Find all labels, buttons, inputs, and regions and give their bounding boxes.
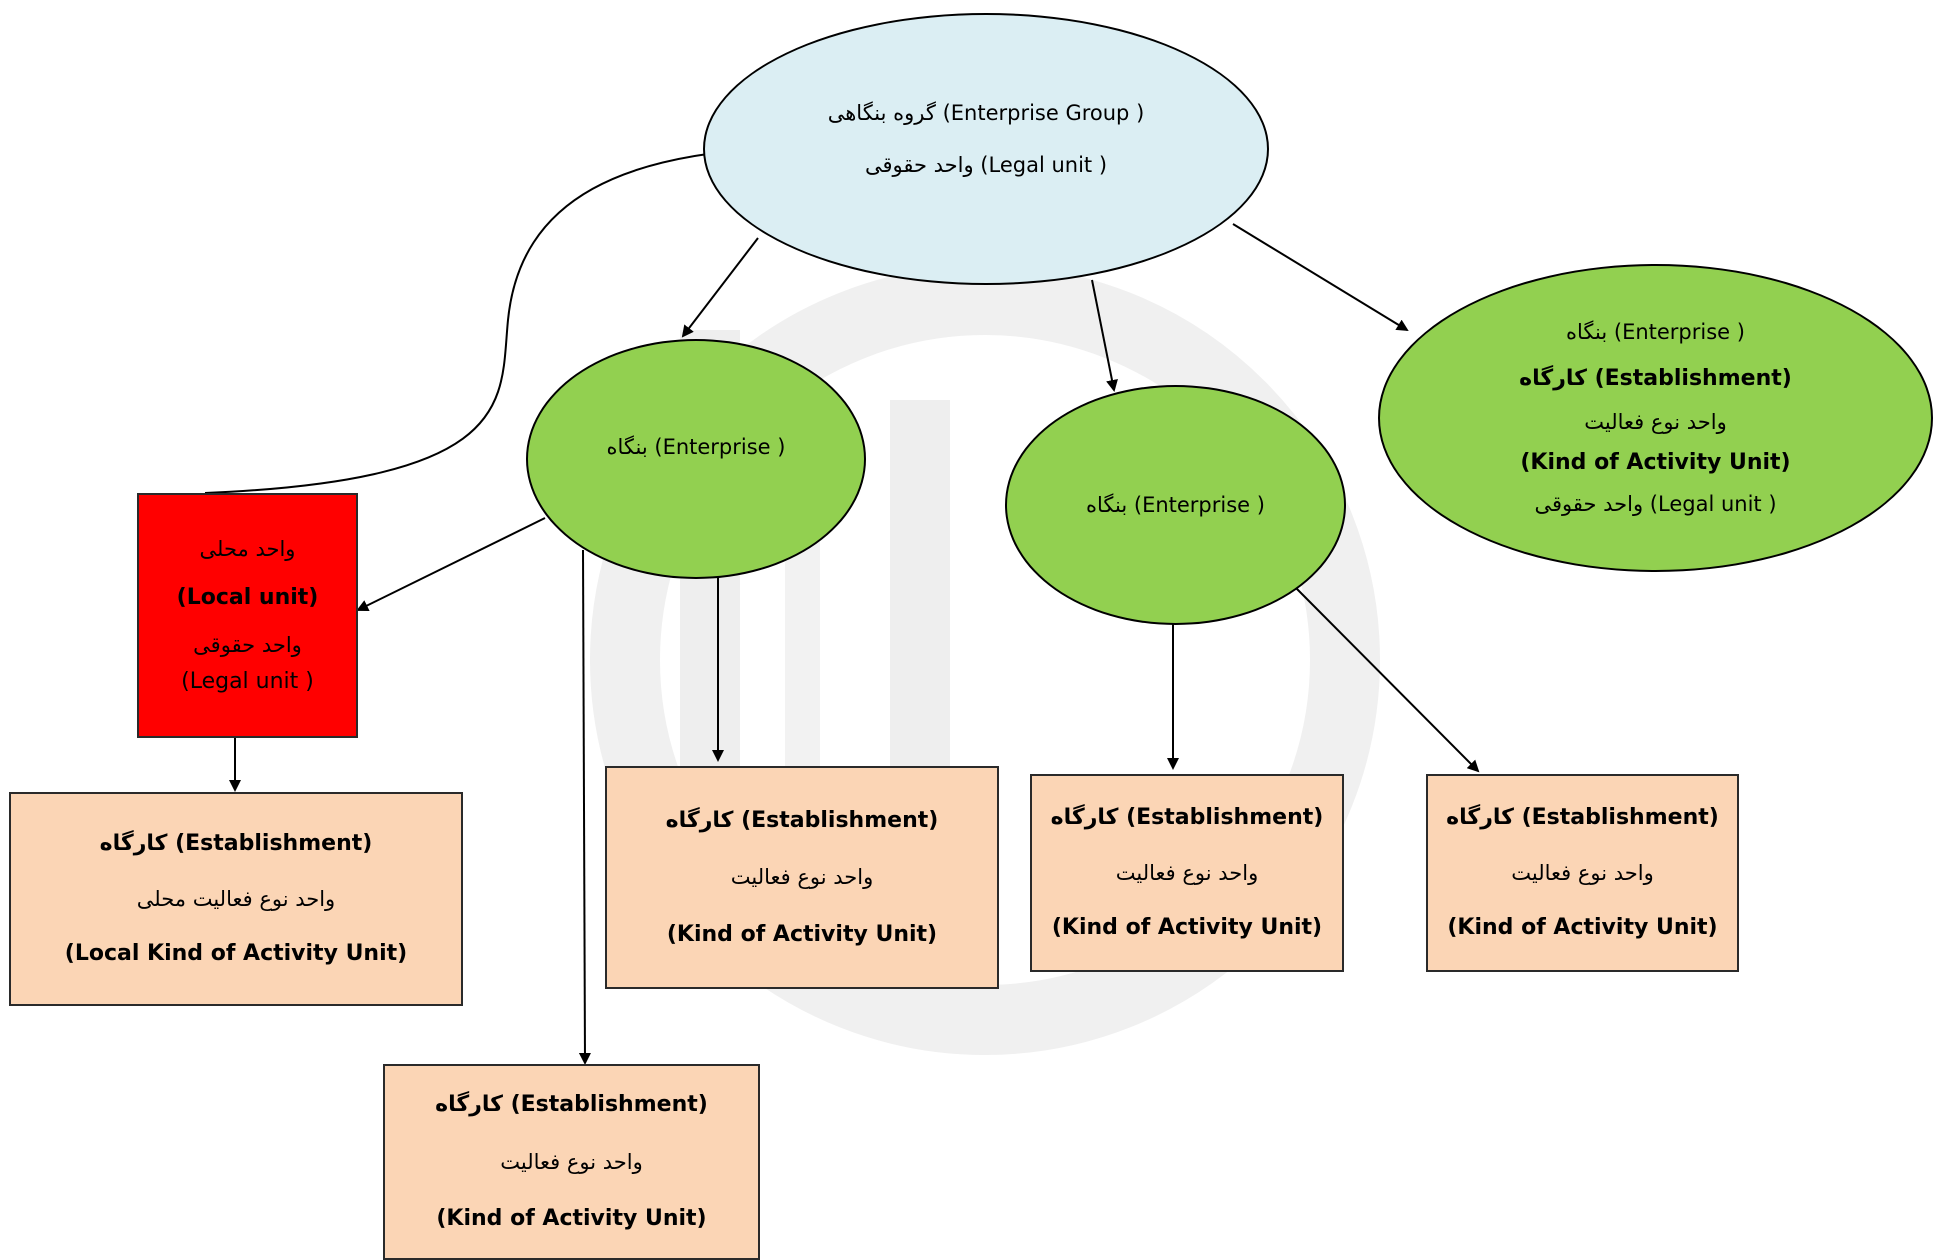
establishment-label: کارگاه (Establishment) [1519, 366, 1792, 392]
arrow-enterprise-mid-to-est-bottom [578, 549, 591, 1065]
legal-unit-fa-label: واحد حقوقی [193, 632, 302, 657]
arrow-enterprise-mid-to-local [356, 517, 546, 611]
establishment-label: کارگاه (Establishment) [1050, 805, 1324, 831]
establishment-right2-node: کارگاه (Establishment) واحد نوع فعالیت (… [1426, 774, 1739, 972]
local-kind-of-activity-fa-label: واحد نوع فعالیت محلی [136, 886, 336, 911]
enterprise-node-far: بنگاه (Enterprise ) کارگاه (Establishmen… [1378, 264, 1933, 572]
establishment-right1-node: کارگاه (Establishment) واحد نوع فعالیت (… [1030, 774, 1344, 972]
kind-of-activity-fa-label: واحد نوع فعالیت [1584, 409, 1727, 434]
establishment-local-node: کارگاه (Establishment) واحد نوع فعالیت م… [9, 792, 463, 1006]
establishment-bottom-node: کارگاه (Establishment) واحد نوع فعالیت (… [383, 1064, 760, 1260]
local-unit-en-label: (Local unit) [176, 585, 319, 610]
kind-of-activity-fa-label: واحد نوع فعالیت [1115, 860, 1259, 885]
establishment-label: کارگاه (Establishment) [665, 807, 939, 833]
legal-unit-label: واحد حقوقی (Legal unit ) [864, 153, 1108, 177]
arrow-group-to-enterprise-right [1091, 279, 1118, 392]
establishment-label: کارگاه (Establishment) [1446, 805, 1719, 831]
arrow-local-to-group [204, 141, 814, 494]
kind-of-activity-fa-label: واحد نوع فعالیت [730, 865, 874, 890]
local-unit-node: واحد محلی (Local unit) واحد حقوقی (Legal… [137, 493, 358, 738]
enterprise-node-mid: بنگاه (Enterprise ) [526, 339, 866, 579]
local-kind-of-activity-en-label: (Local Kind of Activity Unit) [64, 941, 408, 967]
establishment-label: کارگاه (Establishment) [99, 831, 373, 857]
kind-of-activity-fa-label: واحد نوع فعالیت [500, 1149, 643, 1174]
arrow-enterprise-right-to-est-right2 [1295, 587, 1480, 773]
local-unit-fa-label: واحد محلی [199, 536, 296, 561]
kind-of-activity-fa-label: واحد نوع فعالیت [1511, 860, 1654, 885]
arrow-group-to-enterprise-mid [681, 237, 759, 338]
enterprise-far-label: بنگاه (Enterprise ) [1566, 320, 1745, 345]
kind-of-activity-en-label: (Kind of Activity Unit) [666, 921, 938, 947]
kind-of-activity-en-label: (Kind of Activity Unit) [1447, 915, 1718, 941]
kind-of-activity-en-label: (Kind of Activity Unit) [436, 1206, 707, 1232]
arrow-group-to-enterprise-far [1232, 223, 1409, 332]
establishment-mid-node: کارگاه (Establishment) واحد نوع فعالیت (… [605, 766, 999, 989]
enterprise-group-label: گروه بنگاهی (Enterprise Group ) [827, 100, 1145, 125]
legal-unit-en-label: (Legal unit ) [181, 668, 314, 694]
establishment-label: کارگاه (Establishment) [435, 1092, 708, 1118]
legal-unit-label: واحد حقوقی (Legal unit ) [1534, 491, 1777, 516]
enterprise-right-label: بنگاه (Enterprise ) [1086, 492, 1265, 517]
enterprise-mid-label: بنگاه (Enterprise ) [606, 434, 786, 459]
enterprise-node-right: بنگاه (Enterprise ) [1005, 385, 1346, 625]
enterprise-group-node: گروه بنگاهی (Enterprise Group ) واحد حقو… [703, 13, 1269, 285]
kind-of-activity-en-label: (Kind of Activity Unit) [1520, 450, 1791, 476]
kind-of-activity-en-label: (Kind of Activity Unit) [1051, 915, 1323, 941]
